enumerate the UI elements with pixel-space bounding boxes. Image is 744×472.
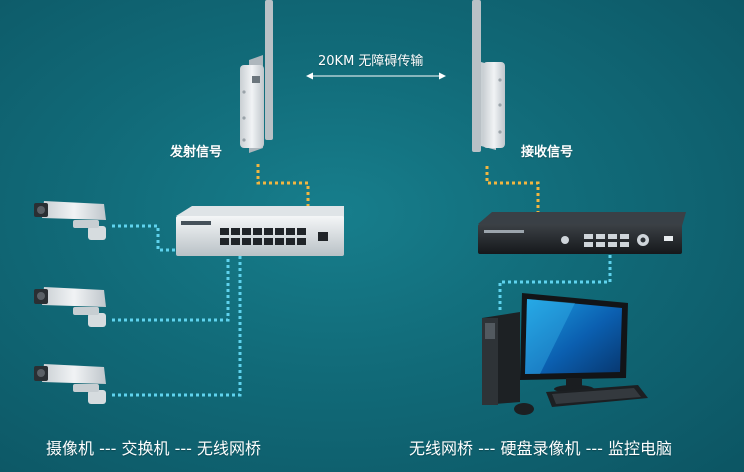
wireless-bridge-right-icon <box>472 0 505 152</box>
nvr-pc-link <box>498 255 612 312</box>
nvr-recorder-icon <box>478 212 686 254</box>
caption-right: 无线网桥 --- 硬盘录像机 --- 监控电脑 <box>409 439 672 458</box>
wireless-bridge-left-icon <box>240 0 273 153</box>
desktop-computer-icon <box>482 293 648 415</box>
camera-2-icon <box>34 287 106 327</box>
distance-arrow <box>306 72 446 80</box>
caption-left: 摄像机 --- 交换机 --- 无线网桥 <box>46 439 261 458</box>
receive-signal-label: 接收信号 <box>521 145 574 160</box>
network-switch-icon <box>176 206 344 256</box>
camera-3-icon <box>34 364 106 404</box>
camera-1-icon <box>34 201 106 240</box>
poe-link-left <box>256 164 310 210</box>
camera-links <box>112 224 242 397</box>
poe-link-right <box>485 166 540 212</box>
distance-label: 20KM 无障碍传输 <box>318 54 424 69</box>
transmit-signal-label: 发射信号 <box>170 145 223 160</box>
